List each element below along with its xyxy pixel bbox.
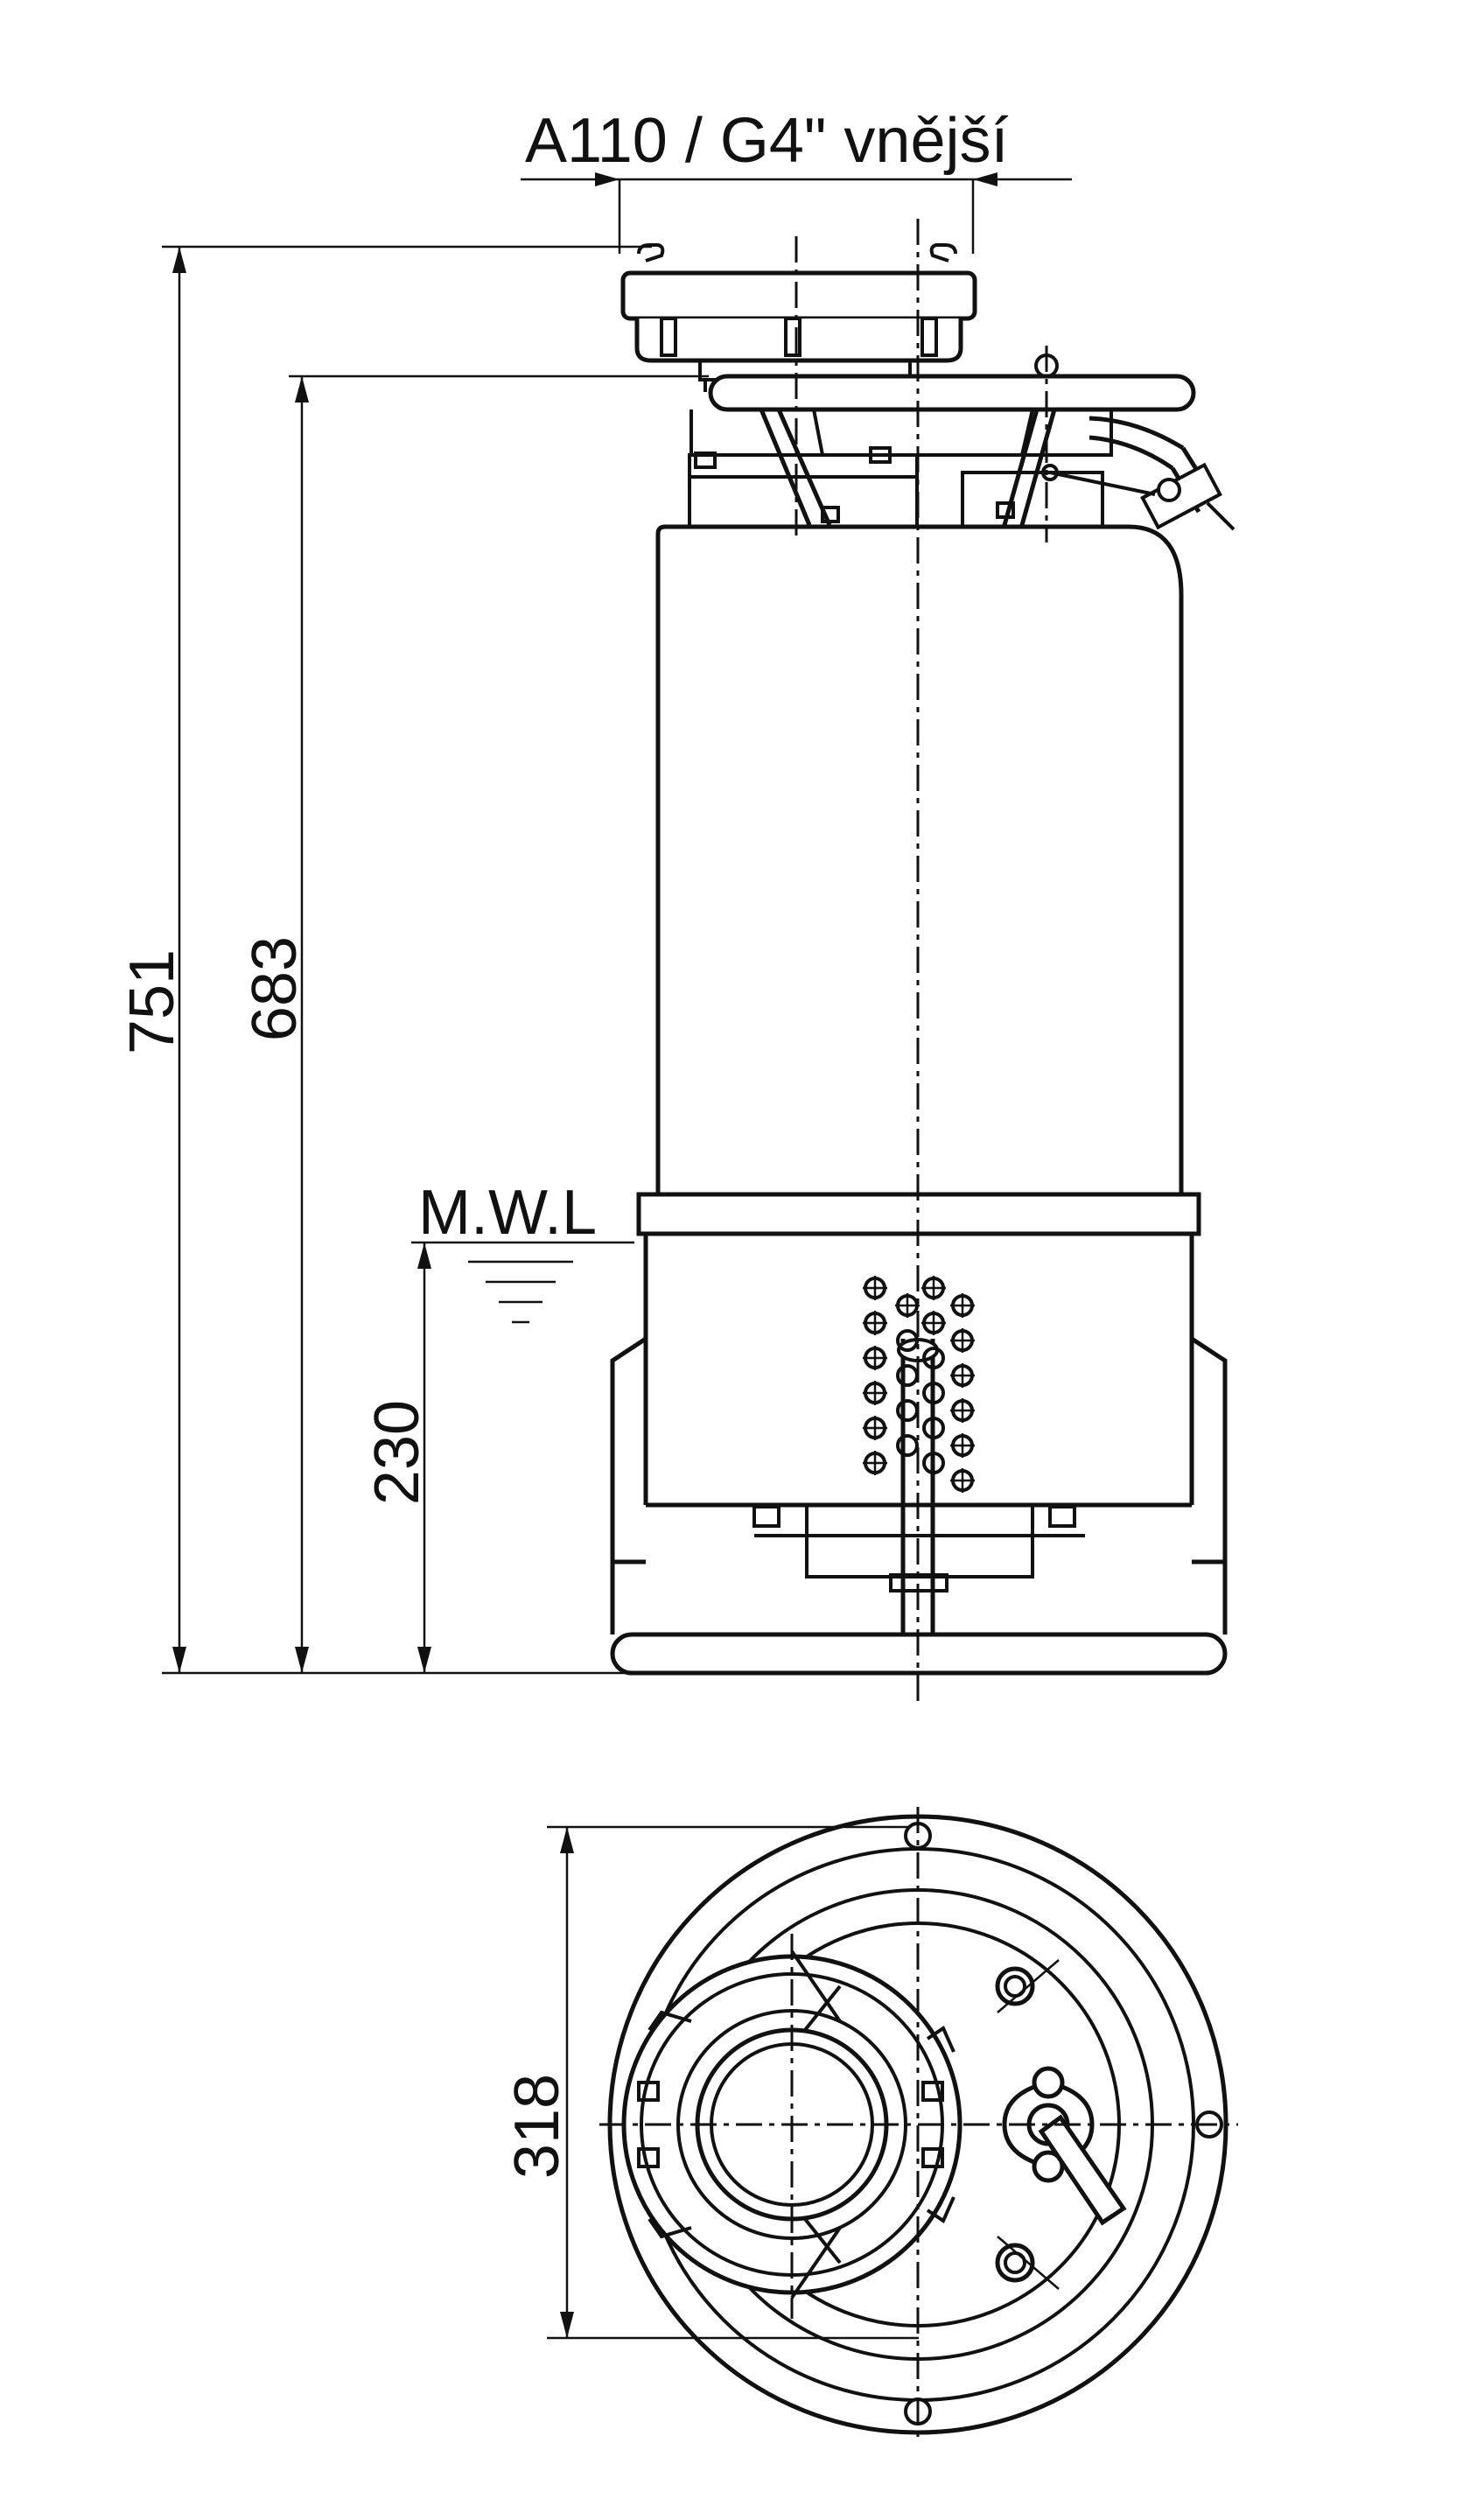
outlet-flange [620, 243, 977, 392]
side-centerlines [794, 219, 1048, 1702]
top-centerlines [599, 1807, 1238, 2441]
top-bolts [995, 1959, 1127, 2290]
handle-height-label: 683 [240, 936, 310, 1041]
diameter-dimension: 318 [502, 1825, 919, 2340]
motor-body [655, 524, 1184, 1194]
total-height-label: 751 [117, 949, 187, 1054]
mwl-height-label: 230 [362, 1400, 432, 1505]
diameter-label: 318 [502, 2074, 572, 2179]
top-view: 318 [502, 1807, 1238, 2441]
mwl-dimension: M.W.L 230 [362, 1178, 634, 1673]
handle-height-dimension: 683 [240, 374, 709, 1673]
lifting-handle [708, 354, 1196, 527]
total-height-dimension: 751 [117, 245, 652, 1675]
outlet-dimension: A110 / G4" vnější [521, 106, 1072, 254]
side-view: A110 / G4" vnější 751 683 M.W.L [117, 106, 1236, 1702]
motor-top [688, 409, 1113, 528]
mwl-label: M.W.L [418, 1178, 597, 1248]
strainer-holes [863, 1276, 975, 1493]
cable-entry [1041, 416, 1236, 531]
outlet-dimension-label: A110 / G4" vnější [525, 106, 1009, 176]
